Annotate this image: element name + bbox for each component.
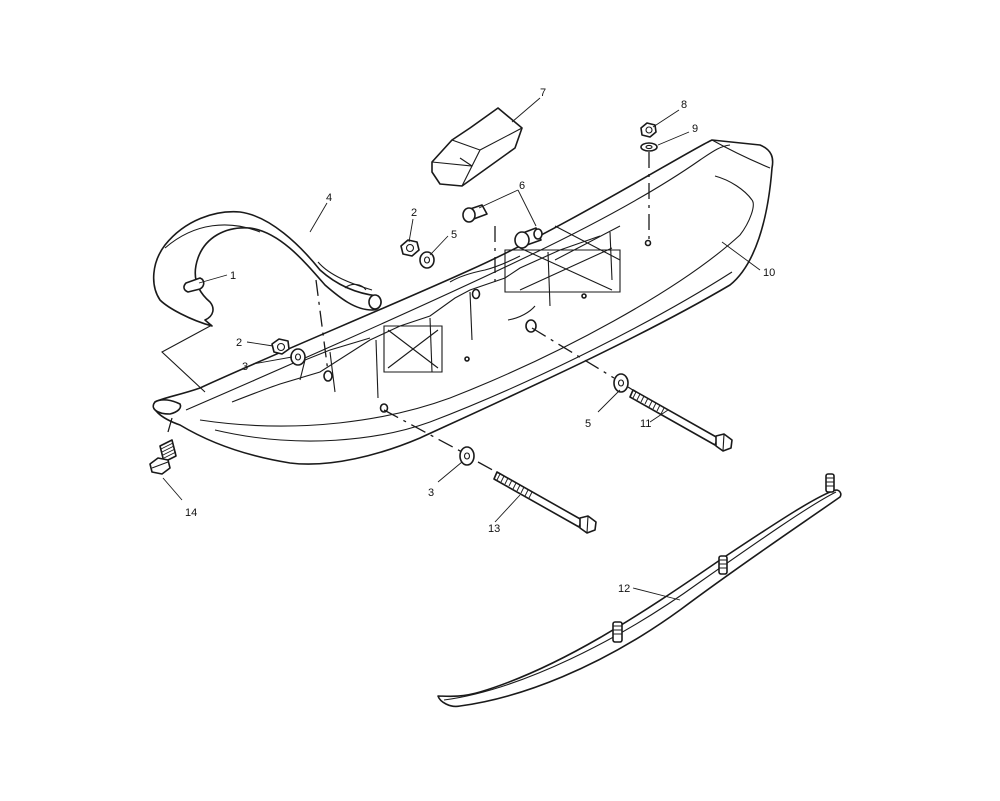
ski-handle [152,210,382,327]
bolt-long-lower [493,471,597,534]
callout-1: 1 [230,270,236,282]
ski-body [152,139,774,465]
ski-saddle [431,107,523,187]
callout-13: 13 [488,523,500,535]
bushings [462,204,543,249]
callout-12: 12 [618,583,630,595]
washer-bolt11 [613,373,629,393]
wear-rod [437,473,842,708]
callout-5-upper: 5 [451,229,457,241]
callout-3-lower: 3 [428,487,434,499]
bolt-long-upper [629,389,733,452]
callout-14: 14 [185,507,197,519]
wear-rod-studs [612,473,835,643]
callout-7: 7 [540,87,546,99]
callout-3-upper: 3 [242,361,248,373]
callout-2-upper: 2 [411,207,417,219]
cross-braces [383,225,621,373]
callout-8: 8 [681,99,687,111]
callout-2-lower: 2 [236,337,242,349]
leader-lines [162,97,761,601]
nut-washer-upper-right [640,122,658,152]
callout-6: 6 [519,180,525,192]
nut-washer-left [271,338,306,366]
washer-bolt13 [459,446,475,466]
callout-9: 9 [692,123,698,135]
callout-labels: 1 2 5 2 3 4 7 6 8 9 10 5 11 3 13 12 14 [185,87,775,595]
nut-washer-mid [400,239,435,269]
callout-4: 4 [326,192,332,204]
callout-11: 11 [640,418,651,430]
callout-10: 10 [763,267,775,279]
assembly-lines [161,152,650,474]
bolt-short [149,439,177,475]
callout-5-lower: 5 [585,418,591,430]
